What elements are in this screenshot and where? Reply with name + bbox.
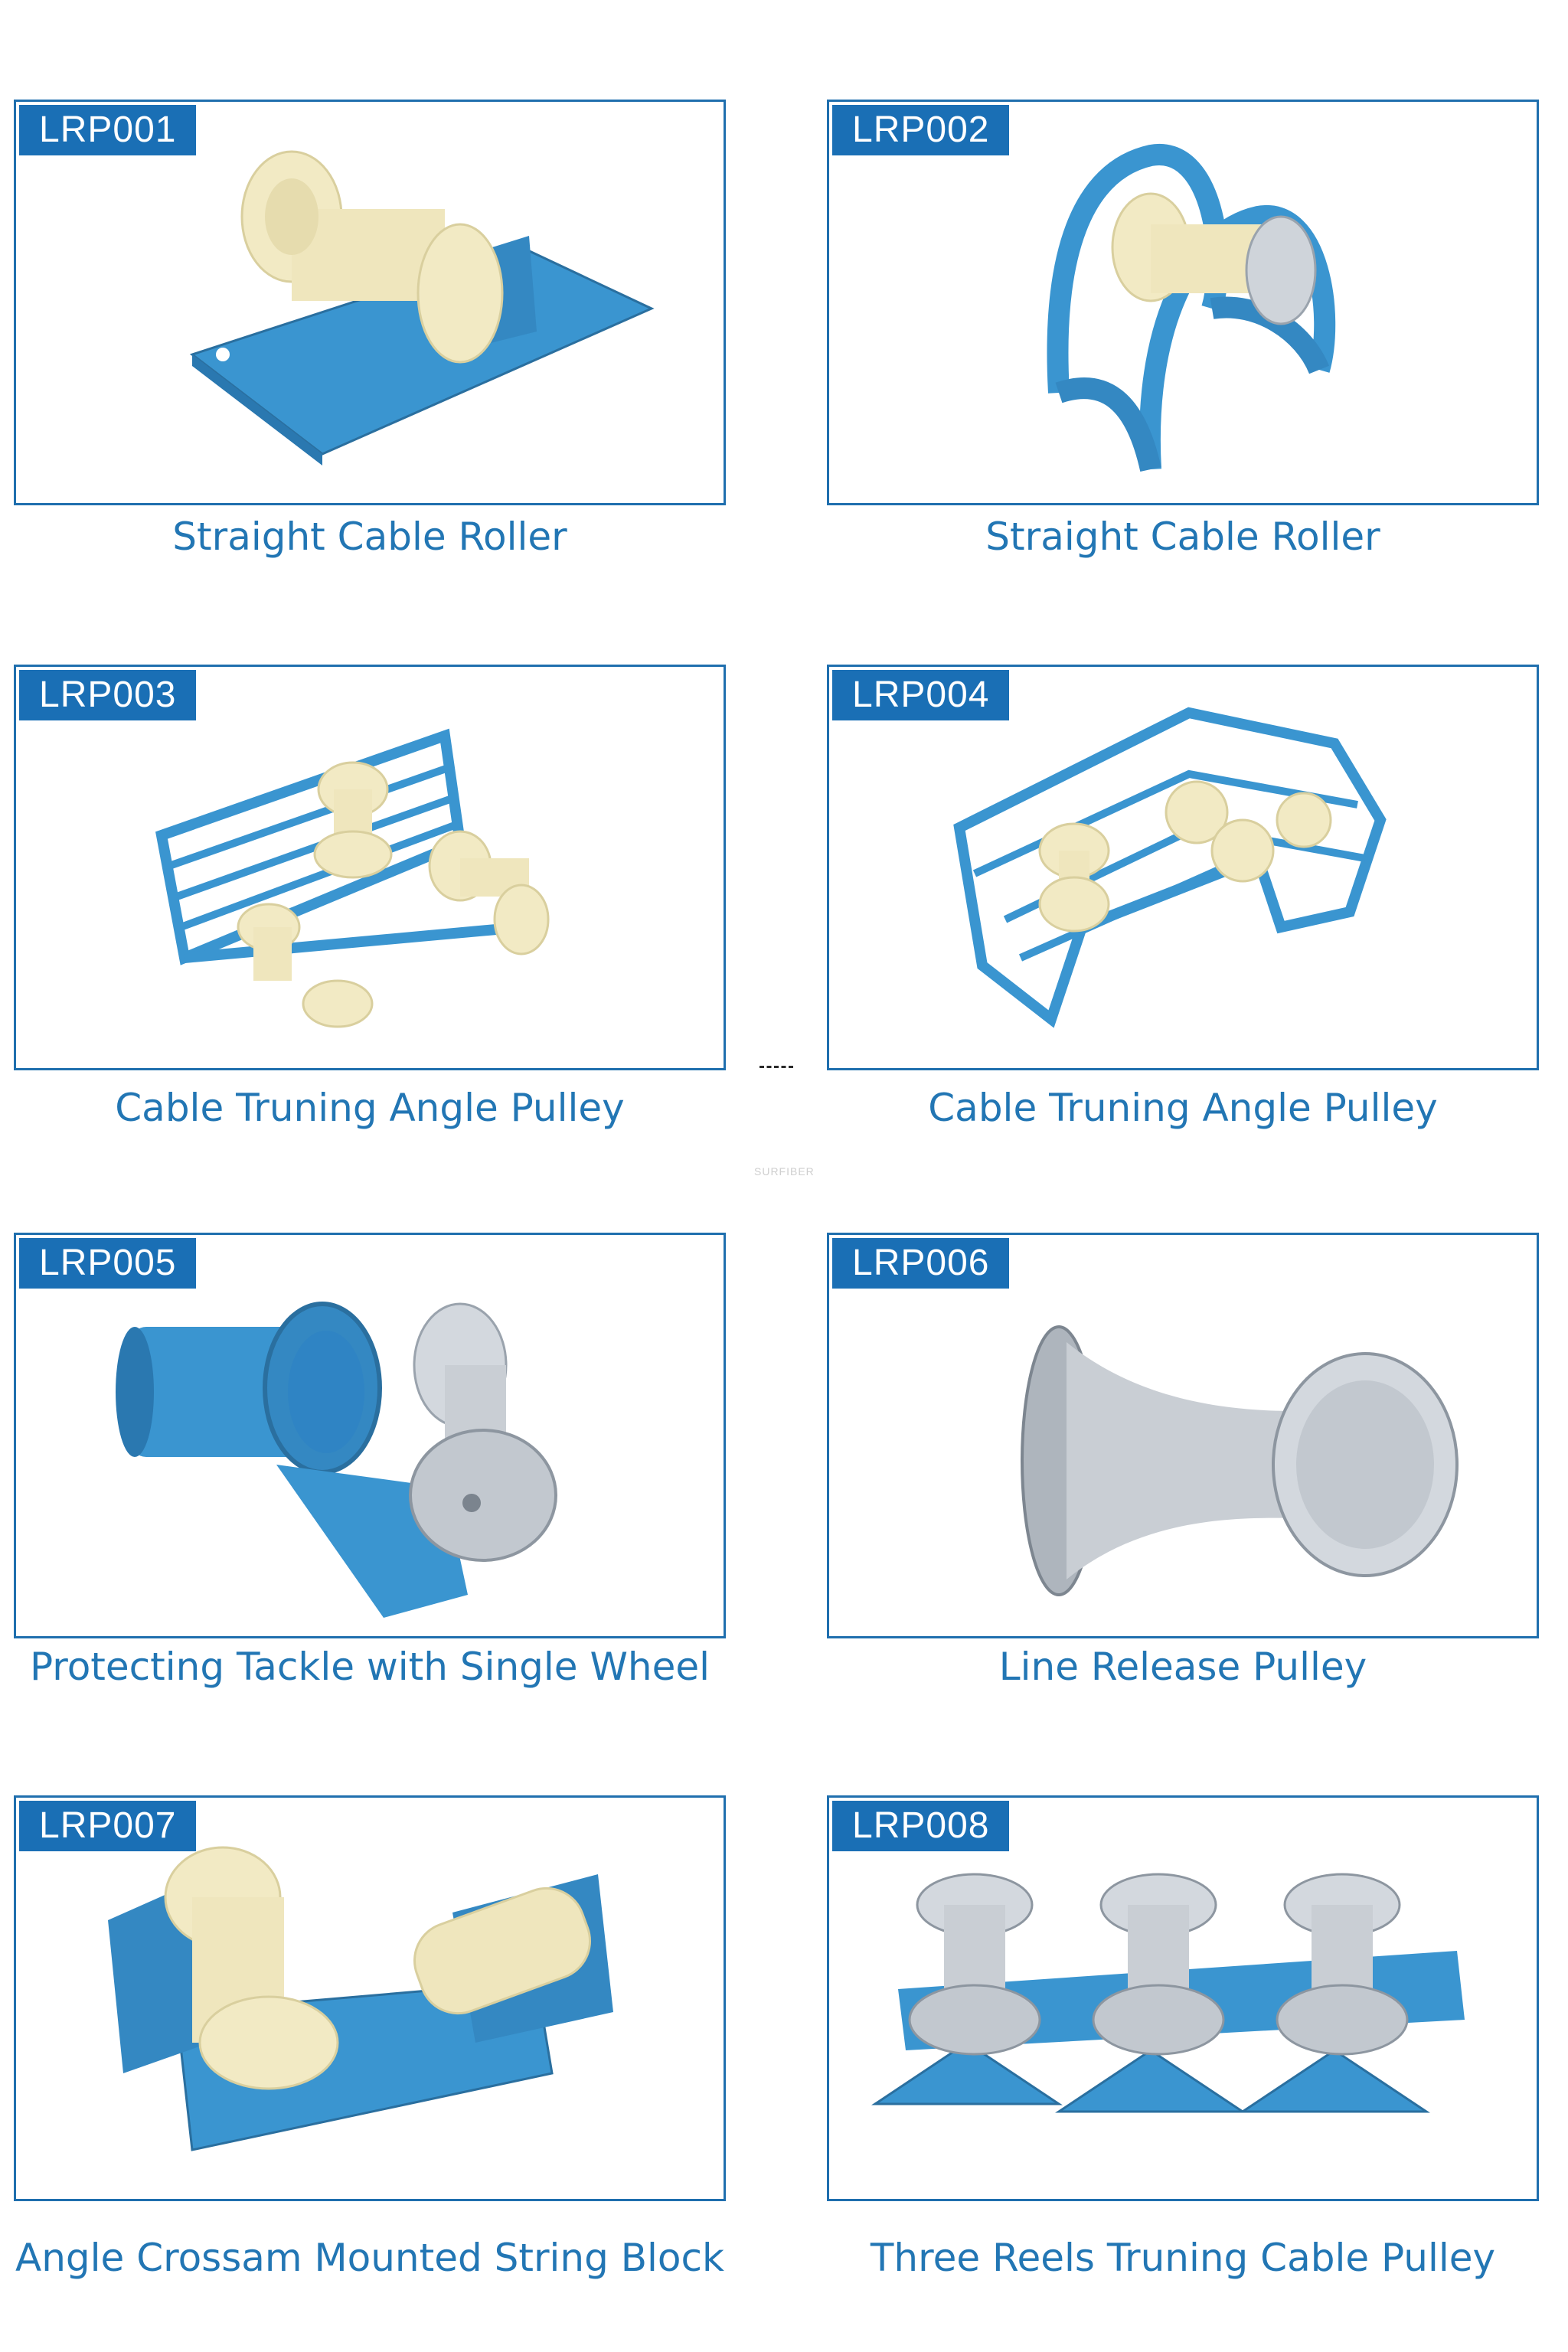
product-caption: Angle Crossam Mounted String Block [15, 2236, 724, 2280]
product-code-badge: LRP001 [19, 105, 197, 155]
product-card-lrp006[interactable]: LRP006 [827, 1233, 1539, 1638]
product-code-badge: LRP007 [19, 1801, 197, 1851]
cable-roller-in-hoop-frame-icon [1047, 143, 1336, 472]
protecting-tackle-single-wheel-icon [116, 1302, 557, 1618]
product-caption: Three Reels Truning Cable Pulley [870, 2236, 1496, 2280]
product-code-badge: LRP004 [832, 670, 1010, 720]
product-card-lrp005[interactable]: LRP005 [14, 1233, 726, 1638]
product-caption: Cable Truning Angle Pulley [115, 1086, 625, 1130]
product-card-lrp008[interactable]: LRP008 [827, 1795, 1539, 2201]
three-reel-pulley-icon [871, 1873, 1465, 2113]
reel-middle [1092, 1873, 1225, 2056]
product-code-badge: LRP003 [19, 670, 197, 720]
product-caption: Protecting Tackle with Single Wheel [29, 1645, 710, 1689]
reel-left [908, 1873, 1041, 2056]
product-code-badge: LRP008 [832, 1801, 1010, 1851]
watermark: SURFIBER [754, 1165, 815, 1178]
product-card-lrp002[interactable]: LRP002 [827, 100, 1539, 505]
cable-roller-on-plate-icon [189, 150, 655, 466]
product-code-badge: LRP006 [832, 1238, 1010, 1289]
product-caption: Cable Truning Angle Pulley [928, 1086, 1438, 1130]
angle-pulley-three-rollers-icon [155, 728, 550, 1028]
product-card-lrp007[interactable]: LRP007 [14, 1795, 726, 2201]
product-caption: Straight Cable Roller [985, 514, 1380, 559]
divider-dots [760, 1066, 793, 1071]
product-caption: Straight Cable Roller [172, 514, 567, 559]
product-card-lrp004[interactable]: LRP004 [827, 665, 1539, 1070]
product-code-badge: LRP005 [19, 1238, 197, 1289]
reel-right [1276, 1873, 1409, 2056]
aluminum-spool-pulley-icon [1021, 1325, 1459, 1596]
angle-crossarm-string-block-icon [108, 1846, 613, 2151]
product-caption: Line Release Pulley [998, 1645, 1367, 1689]
product-card-lrp001[interactable]: LRP001 [14, 100, 726, 505]
angle-pulley-cage-frame-icon [953, 707, 1387, 1028]
product-code-badge: LRP002 [832, 105, 1010, 155]
product-card-lrp003[interactable]: LRP003 [14, 665, 726, 1070]
